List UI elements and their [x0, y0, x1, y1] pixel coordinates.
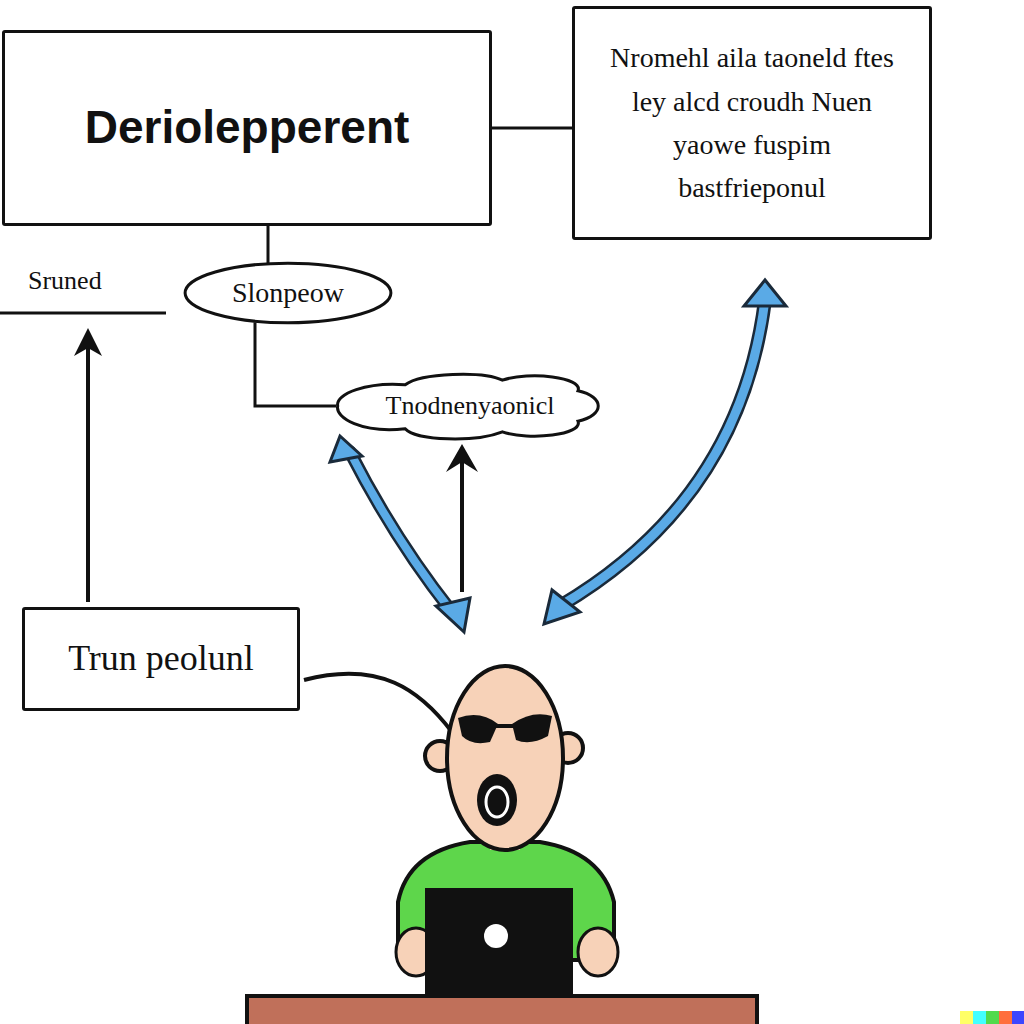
mouth-inner: [486, 787, 508, 817]
node-text: Nromehl aila taoneld ftes ley alcd croud…: [597, 36, 907, 210]
process-ellipse: Slonpeow: [183, 262, 393, 324]
laptop-logo: [484, 924, 508, 948]
watermark-square: [999, 1011, 1012, 1024]
blue-arrow-outline: [350, 452, 452, 612]
arrow-line: [86, 348, 90, 602]
arrowhead: [544, 590, 580, 624]
watermark-square: [1012, 1011, 1024, 1024]
watermark-bar: [960, 1011, 1024, 1024]
person-figure: [396, 666, 618, 998]
arrowhead: [74, 328, 102, 356]
side-label: Sruned: [28, 266, 102, 296]
node-text: Tnodnenyaonicl: [386, 390, 555, 421]
underline: [0, 312, 166, 315]
watermark-square: [986, 1011, 999, 1024]
blue-arrow: [350, 452, 452, 612]
connector: [255, 322, 336, 406]
mouth: [477, 774, 517, 826]
connector: [267, 226, 270, 263]
blue-arrow-outline: [560, 300, 765, 606]
ellipse-shape: [185, 263, 391, 323]
node-text: Slonpeow: [232, 276, 344, 310]
arrowhead: [330, 436, 362, 462]
title-box: Deriolepperent: [2, 30, 492, 226]
watermark-square: [960, 1011, 973, 1024]
arrow-line: [460, 462, 464, 592]
hand: [578, 928, 618, 976]
connector: [492, 127, 572, 130]
laptop: [425, 888, 573, 998]
glasses: [512, 714, 552, 742]
leader-line: [304, 674, 452, 732]
arrowhead: [446, 444, 478, 472]
node-text: Deriolepperent: [85, 100, 410, 155]
input-box: Trun peolunl: [22, 607, 300, 711]
cloud-shape: [338, 374, 599, 439]
process-cloud: Tnodnenyaonicl: [335, 368, 605, 444]
arrowhead: [744, 280, 786, 306]
arrowhead: [436, 598, 470, 632]
note-box: Nromehl aila taoneld ftes ley alcd croud…: [572, 6, 932, 240]
desk: [247, 996, 757, 1024]
blue-arrow: [560, 300, 765, 606]
glasses: [458, 715, 498, 743]
head: [447, 666, 563, 850]
watermark-square: [973, 1011, 986, 1024]
glasses-bridge: [496, 724, 514, 728]
node-text: Trun peolunl: [68, 637, 254, 680]
